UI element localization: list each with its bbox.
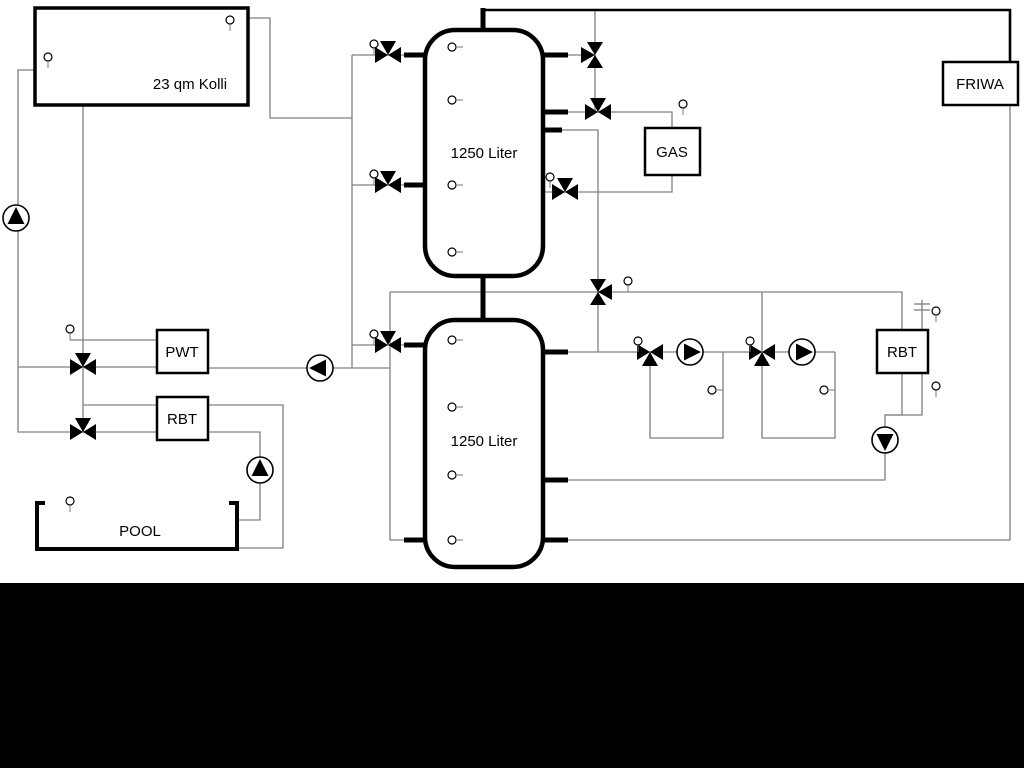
pwt-label: PWT	[165, 344, 198, 361]
collector-label: 23 qm Kolli	[153, 76, 227, 93]
pwt-box	[155, 328, 210, 375]
pipe-segment	[568, 105, 1011, 541]
friwa-box	[941, 60, 1020, 107]
circuit2-pump-icon	[788, 338, 816, 366]
pipe-segment	[543, 175, 673, 193]
gas-label: GAS	[656, 144, 688, 161]
rbt-pump-icon	[871, 426, 899, 454]
circuit1-pump-icon	[676, 338, 704, 366]
rbt-left-label: RBT	[167, 411, 197, 428]
rbt-right-box	[875, 328, 930, 375]
pipe-segment	[649, 352, 724, 439]
tank1-label: 1250 Liter	[451, 145, 518, 162]
hot-supply-pipe	[483, 8, 1012, 62]
pwt-pump-icon	[306, 354, 334, 382]
buffer-tank-2	[422, 317, 546, 570]
solar-pump-icon	[2, 204, 30, 232]
pool-pump-icon	[246, 456, 274, 484]
rbt-right-label: RBT	[887, 344, 917, 361]
friwa-label: FRIWA	[956, 76, 1004, 93]
pipe-segment	[390, 291, 903, 330]
pool-label: POOL	[119, 523, 161, 540]
pipe-segment	[208, 404, 284, 549]
footer-black-bar	[0, 583, 1024, 768]
pipe-segment	[389, 292, 404, 541]
pool-basin	[35, 501, 239, 551]
solar-collector-box	[33, 6, 250, 107]
rbt-left-box	[155, 395, 210, 442]
buffer-tank-1	[422, 27, 546, 279]
tank-ports	[404, 8, 568, 543]
gas-boiler-box	[643, 126, 702, 177]
pipe-segment	[562, 129, 599, 352]
pipe-segment	[248, 17, 352, 119]
tank2-label: 1250 Liter	[451, 433, 518, 450]
